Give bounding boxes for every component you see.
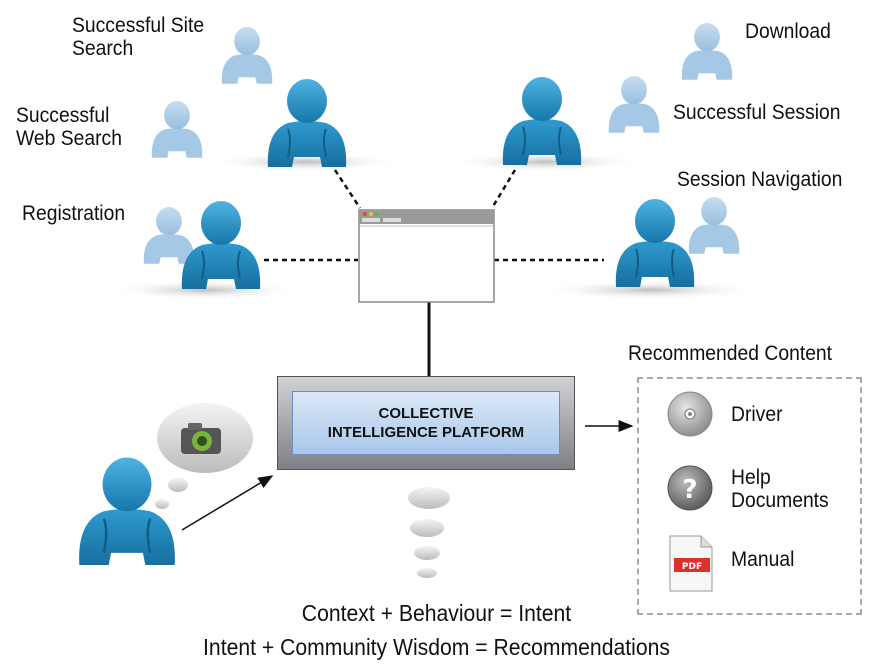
ground-shadow (450, 152, 640, 172)
platform-label-panel: COLLECTIVE INTELLIGENCE PLATFORM (292, 391, 560, 455)
platform-title-line1: COLLECTIVE (378, 405, 474, 422)
ground-shadow (540, 280, 760, 300)
user-bottom-icon (77, 456, 177, 567)
connector-line (333, 169, 362, 209)
collective-intelligence-platform: COLLECTIVE INTELLIGENCE PLATFORM (277, 376, 575, 470)
label-download: Download (745, 20, 831, 43)
formula-intent: Context + Behaviour = Intent (301, 600, 572, 626)
thought-bubble (410, 519, 444, 537)
thought-bubble (408, 487, 450, 509)
user-site-search-icon (221, 27, 273, 84)
label-recommended-content: Recommended Content (628, 342, 833, 365)
pdf-icon: PDF (669, 535, 713, 592)
recommendation-label-driver: Driver (731, 403, 783, 426)
recommended-content-box (637, 377, 862, 615)
label-site-search: Successful Site Search (72, 14, 205, 60)
user-registration-icon (143, 207, 195, 264)
thought-bubble (168, 478, 188, 492)
user-right-top-icon (501, 76, 583, 167)
camera-icon (181, 423, 221, 454)
user-web-search-icon (151, 101, 203, 158)
recommendation-label-manual: Manual (731, 548, 795, 571)
disc-icon (667, 391, 713, 437)
svg-text:PDF: PDF (682, 562, 702, 572)
label-successful-session: Successful Session (673, 101, 841, 124)
user-session-navigation-icon (688, 197, 740, 254)
connector-line (490, 169, 517, 209)
recommendation-label-help-documents: Help Documents (731, 466, 829, 512)
thought-bubble (155, 499, 169, 509)
thought-bubble (414, 546, 440, 560)
user-download-icon (681, 23, 733, 80)
help-icon: ? (667, 465, 713, 511)
user-to-platform-arrow (181, 475, 274, 531)
label-registration: Registration (22, 202, 126, 225)
formula-recommendations: Intent + Community Wisdom = Recommendati… (203, 634, 670, 660)
platform-title-line2: INTELLIGENCE PLATFORM (327, 424, 525, 441)
label-session-navigation: Session Navigation (677, 168, 843, 191)
thought-bubble (417, 568, 437, 578)
user-successful-session-icon (608, 76, 660, 133)
svg-text:?: ? (682, 475, 697, 505)
user-left-top-icon (266, 78, 348, 169)
user-left-mid-icon (180, 200, 262, 291)
browser-window-icon (358, 209, 495, 303)
ground-shadow (210, 152, 400, 172)
label-web-search: Successful Web Search (16, 104, 122, 150)
user-right-mid-icon (614, 198, 696, 289)
